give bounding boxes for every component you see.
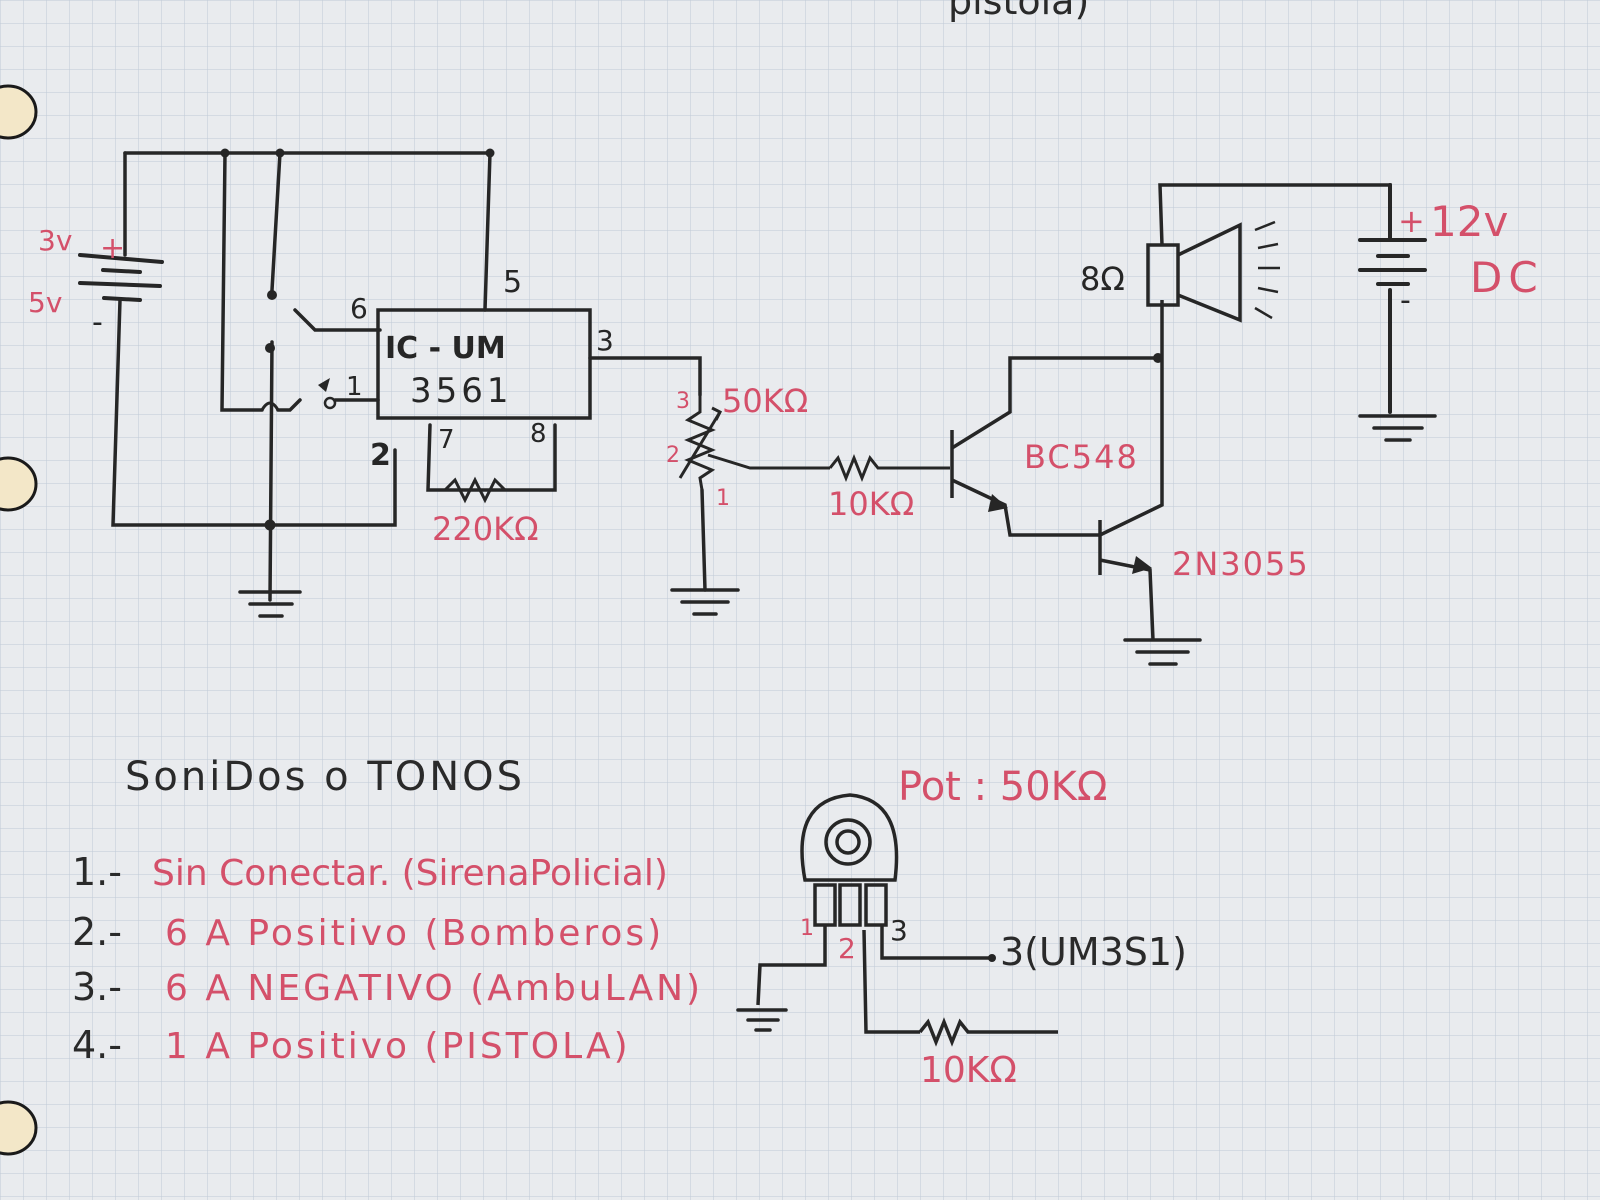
supply-type-label: DC: [1470, 253, 1544, 302]
pot-detail-resistor-label: 10KΩ: [920, 1050, 1017, 1091]
resistor-icon: [828, 453, 950, 483]
battery-icon: [1358, 183, 1427, 414]
tone-item-number: 1.-: [72, 850, 122, 894]
transistor-icon: [1098, 300, 1164, 641]
tones-title: SoniDos o TONOS: [125, 754, 525, 800]
pot-detail-title: Pot : 50KΩ: [898, 764, 1107, 810]
pot-pin-1: 1: [716, 486, 730, 511]
transistor-emitter-arrow: [988, 494, 1008, 512]
pot-detail-pin-3: 3: [890, 914, 908, 947]
battery-icon: [78, 253, 164, 302]
transistor-2n3055-label: 2N3055: [1172, 545, 1310, 583]
ic-pin-3: 3: [596, 324, 614, 357]
resistor-10k-label: 10KΩ: [828, 485, 914, 523]
ground-icon: [670, 588, 740, 616]
ground-icon: [1123, 638, 1202, 666]
supply-plus-sign: +: [1398, 202, 1425, 240]
ic-pin-6: 6: [350, 292, 368, 325]
tones-list: 1.- Sin Conectar. (SirenaPolicial) 2.- 6…: [72, 850, 703, 1067]
ground-icon: [238, 590, 302, 618]
binder-hole-middle: [0, 456, 38, 512]
pot-detail-terminal-dot: [988, 954, 996, 962]
battery-minus-sign: -: [92, 305, 103, 340]
tone-item-number: 2.-: [72, 910, 122, 954]
pot-detail-pin3-note: 3(UM3S1): [1000, 930, 1187, 974]
battery-voltage-high: 5v: [28, 286, 62, 319]
ground-icon: [1358, 414, 1437, 442]
transistor-icon: [950, 356, 1158, 537]
switch-icon: [265, 290, 337, 410]
tone-item-text: 6 A NEGATIVO (AmbuLAN): [165, 968, 703, 1009]
ic-label-line2: 3561: [410, 371, 513, 411]
speaker-impedance-label: 8Ω: [1080, 260, 1125, 298]
battery-plus-sign: +: [100, 231, 125, 266]
cropped-title: pistola): [948, 0, 1089, 23]
tone-item-text: 1 A Positivo (PISTOLA): [165, 1026, 631, 1067]
ic-pin-1: 1: [346, 372, 363, 402]
battery-voltage-low: 3v: [38, 224, 72, 257]
pot-detail-pin-2: 2: [838, 932, 856, 965]
supply-voltage-label: 12v: [1430, 197, 1508, 246]
potentiometer-icon: [756, 793, 1058, 1047]
tone-item-text: 6 A Positivo (Bomberos): [165, 913, 664, 954]
ic-pin-5: 5: [503, 265, 522, 300]
ic-pin-2: 2: [370, 438, 391, 473]
tone-item-number: 3.-: [72, 965, 122, 1009]
tone-item-number: 4.-: [72, 1023, 122, 1067]
pot-detail-pin-1: 1: [800, 916, 814, 941]
ic-chip-icon: [376, 308, 592, 420]
potentiometer-icon: [678, 395, 830, 491]
transistor-bc548-label: BC548: [1024, 438, 1139, 476]
pot-value-label: 50KΩ: [722, 382, 808, 420]
ic-pin-7: 7: [438, 425, 455, 455]
resistor-220k-label: 220KΩ: [432, 510, 539, 548]
tone-item-text: Sin Conectar. (SirenaPolicial): [152, 853, 668, 894]
ground-icon: [736, 1008, 788, 1032]
ic-pin-8: 8: [530, 419, 547, 449]
crossover-hop: [260, 401, 280, 411]
binder-hole-top: [0, 84, 38, 140]
supply-minus-sign: -: [1400, 283, 1411, 318]
transistor-emitter-arrow: [1132, 556, 1152, 574]
pot-pin-3: 3: [676, 389, 690, 414]
pot-pin-2: 2: [666, 443, 680, 468]
left-circuit-wires: [111, 151, 707, 602]
binder-hole-bottom: [0, 1100, 38, 1156]
resistor-icon: [443, 476, 507, 504]
ic-label-line1: IC - UM: [385, 331, 506, 366]
binder-holes: [0, 84, 38, 1156]
